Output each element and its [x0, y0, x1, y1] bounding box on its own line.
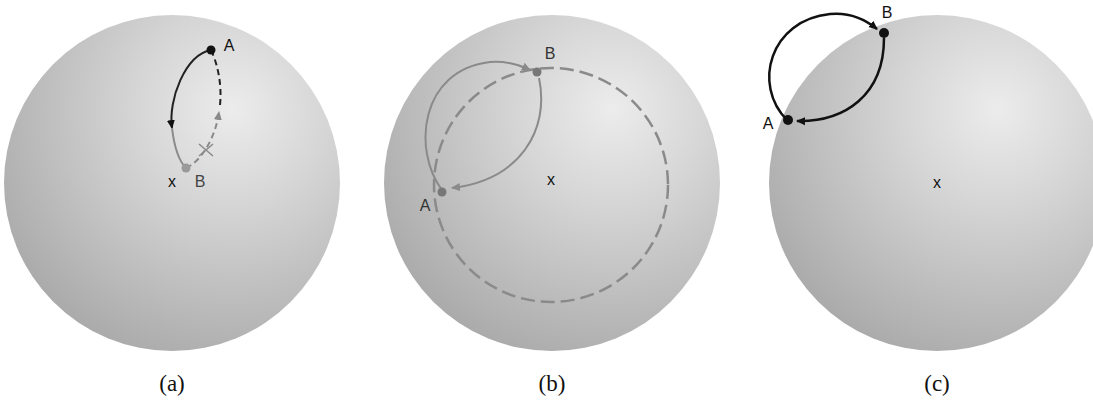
- dashed-arc: [211, 50, 221, 105]
- center-mark: x: [933, 175, 941, 191]
- path-arc: [171, 50, 211, 128]
- sphere: [769, 15, 1093, 351]
- point: [207, 46, 216, 55]
- panel-caption: (c): [924, 372, 950, 395]
- panel-caption: (b): [539, 372, 566, 395]
- point: [879, 28, 889, 38]
- sphere: [384, 15, 720, 351]
- point: [783, 115, 793, 125]
- point-label: B: [882, 5, 893, 21]
- path-arc: [172, 128, 186, 168]
- sphere: [4, 15, 340, 351]
- dashed-great-circle: [434, 68, 668, 302]
- dashed-arc: [186, 112, 219, 168]
- point-label: B: [545, 46, 556, 62]
- point: [533, 68, 542, 77]
- point-label: A: [763, 116, 774, 132]
- point: [182, 164, 191, 173]
- center-mark: x: [168, 174, 176, 190]
- path-arc: [452, 78, 541, 188]
- cross-mark: [199, 144, 213, 156]
- point-label: A: [420, 198, 431, 214]
- panel-caption: (a): [159, 372, 185, 395]
- path-arc: [797, 38, 884, 121]
- point-label: A: [224, 38, 235, 54]
- path-arc: [769, 14, 877, 120]
- center-mark: x: [547, 172, 555, 188]
- path-arc: [425, 62, 530, 190]
- point: [438, 188, 447, 197]
- point-label: B: [195, 174, 206, 190]
